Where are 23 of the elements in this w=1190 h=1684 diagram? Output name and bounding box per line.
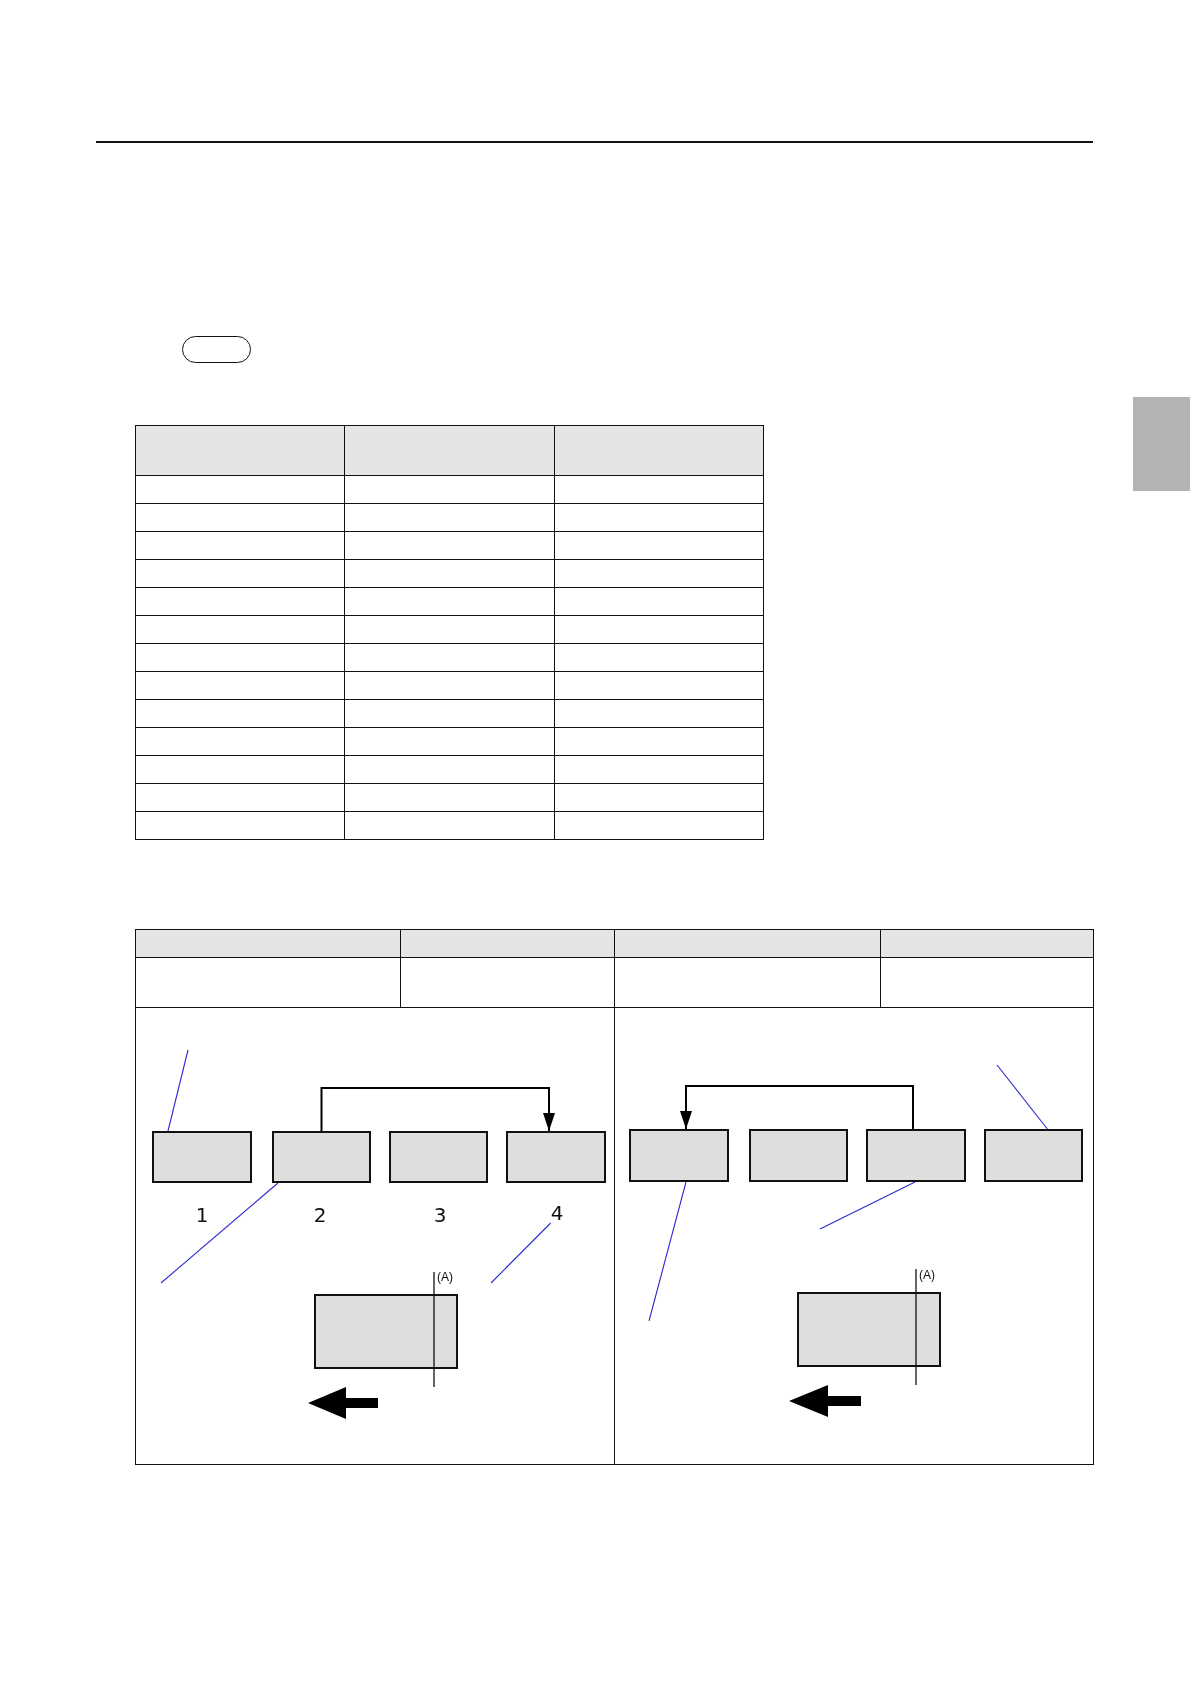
side-tab <box>1133 397 1190 491</box>
callout-number: 3 <box>433 1205 447 1225</box>
process-box <box>389 1131 488 1183</box>
leader-line <box>996 1064 1048 1130</box>
process-box <box>749 1129 848 1182</box>
process-box <box>506 1131 606 1183</box>
rectangle <box>797 1292 941 1367</box>
leader-line <box>160 1182 279 1284</box>
callout-number: 4 <box>550 1203 564 1223</box>
process-box <box>984 1129 1083 1182</box>
arrow <box>320 1087 555 1132</box>
process-box <box>272 1131 371 1183</box>
leader-line <box>490 1222 552 1284</box>
process-box <box>866 1129 966 1182</box>
arrow <box>680 1085 914 1130</box>
process-box <box>629 1129 729 1182</box>
callout-number: 1 <box>195 1205 209 1225</box>
callout-number: 2 <box>313 1205 327 1225</box>
rectangle <box>314 1294 458 1369</box>
leader-line <box>648 1181 687 1322</box>
process-box <box>152 1131 252 1183</box>
leader-line <box>167 1049 189 1132</box>
leader-line <box>819 1181 916 1230</box>
